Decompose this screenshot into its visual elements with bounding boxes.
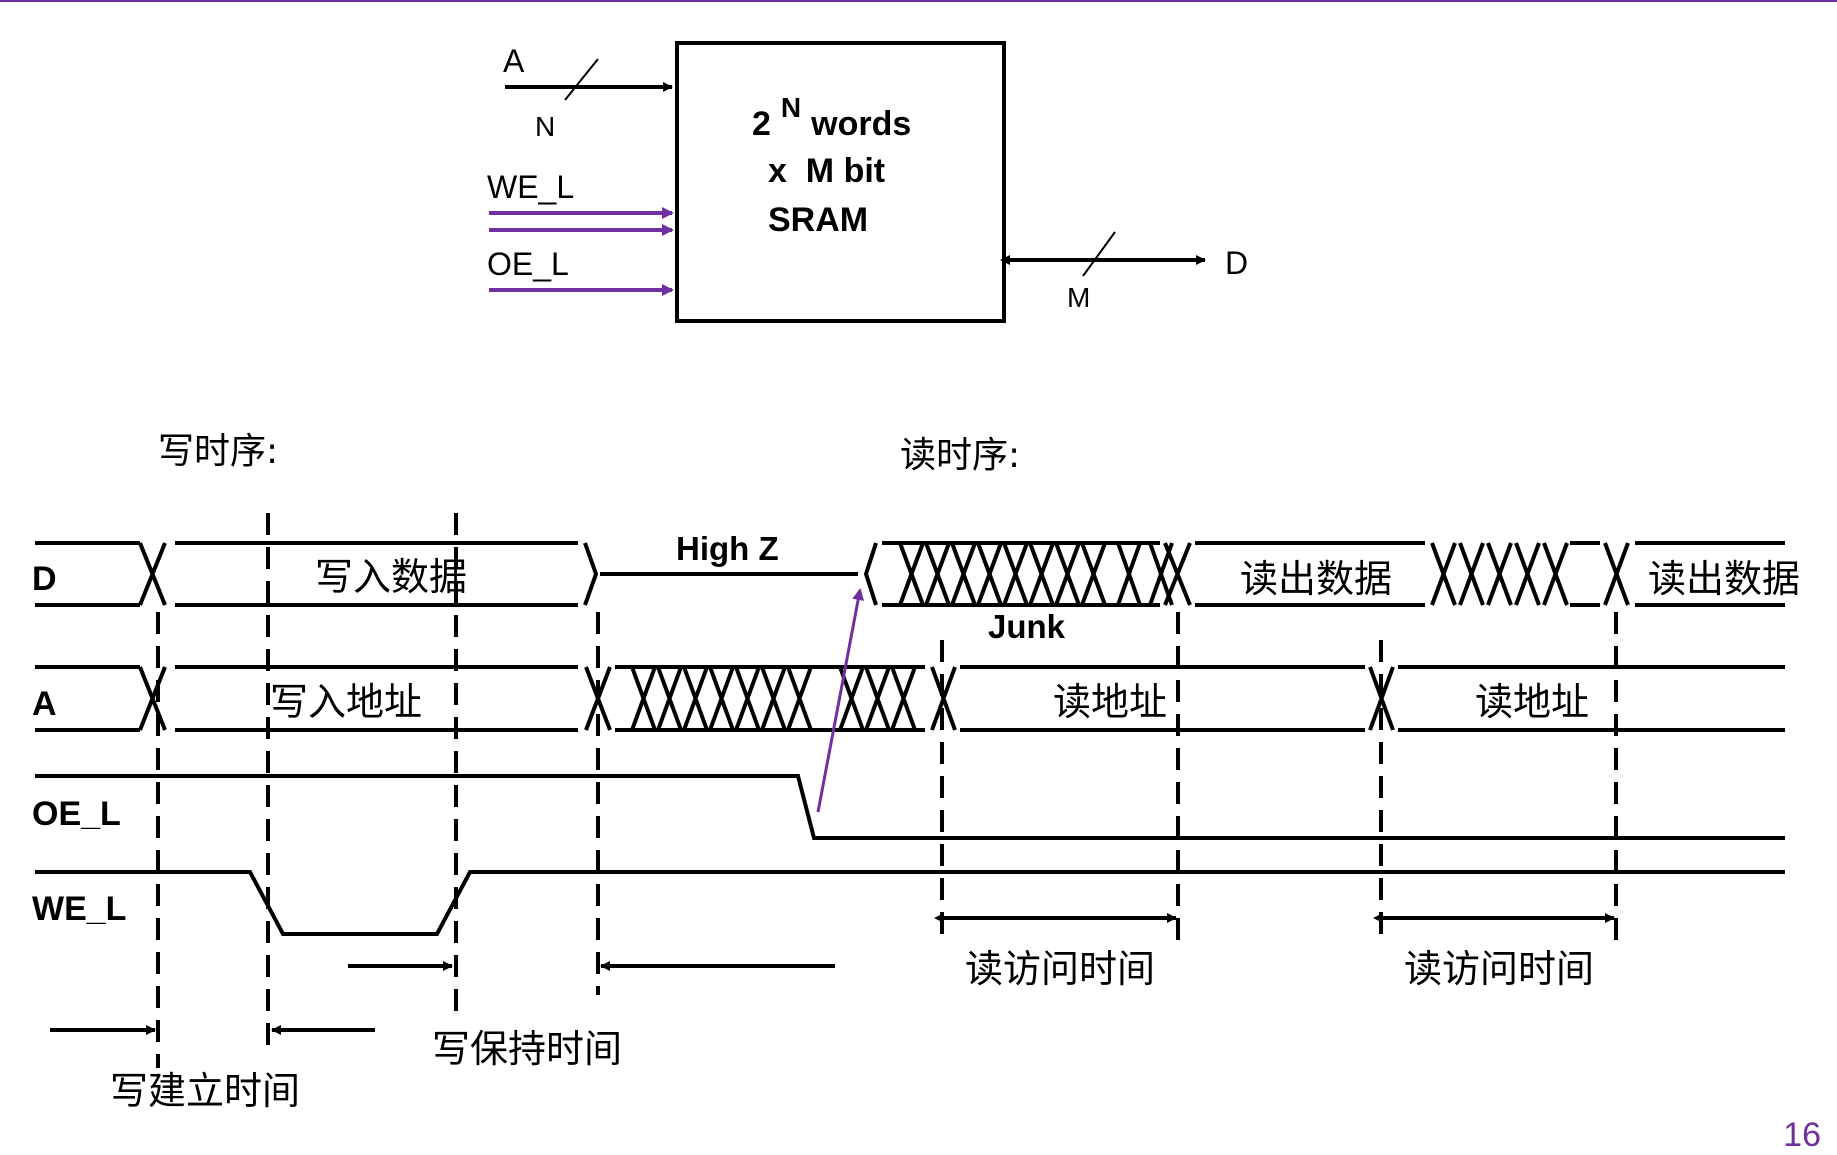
write-timing-title: 写时序: [158,431,278,472]
waveform-a [35,665,1785,732]
d-read-data-1-bg [1232,548,1422,600]
d-high-z-label: High Z [676,530,779,567]
oe-to-d-arrow [816,588,865,813]
d-write-data-label: 写入数据 [315,555,467,599]
waveform-d [35,541,1785,607]
write-hold-time-label: 写保持时间 [432,1027,622,1071]
input-a-label: A [503,43,525,79]
read-timing-title: 读时序: [900,435,1020,476]
output-d-width-label: M [1067,282,1090,313]
d-read-data-2-label: 读出数据 [1648,557,1800,601]
input-a-width-label: N [535,111,555,142]
top-rule [0,0,1837,2]
row-label-oe: OE_L [32,795,121,833]
d-junk-label: Junk [988,608,1066,645]
waveform-oe [35,774,1785,840]
input-we-label: WE_L [487,169,574,205]
sram-box-line3: SRAM [768,201,868,239]
sram-box [675,41,1006,323]
read-access-time-2-label: 读访问时间 [1404,947,1594,991]
write-setup-time-label: 写建立时间 [110,1069,300,1113]
sram-box-line2: x M bit [768,152,885,190]
page-number: 16 [1783,1116,1821,1154]
output-d-bus-slash [1082,231,1116,277]
row-label-d: D [32,560,57,598]
a-write-addr-label: 写入地址 [270,680,422,724]
read-access-time-1-label: 读访问时间 [965,947,1155,991]
row-label-we: WE_L [32,890,126,928]
d-read-data-1-label: 读出数据 [1240,557,1392,601]
a-read-addr-2-label: 读地址 [1475,680,1589,724]
input-oe-label: OE_L [487,246,569,282]
dashed-guides [156,513,1618,1068]
waveform-we [35,870,1785,936]
timing-arrows [50,913,1615,1035]
row-label-a: A [32,685,57,723]
input-a-bus-slash [564,58,599,101]
output-d-label: D [1225,245,1248,281]
a-read-addr-1-label: 读地址 [1053,680,1167,724]
